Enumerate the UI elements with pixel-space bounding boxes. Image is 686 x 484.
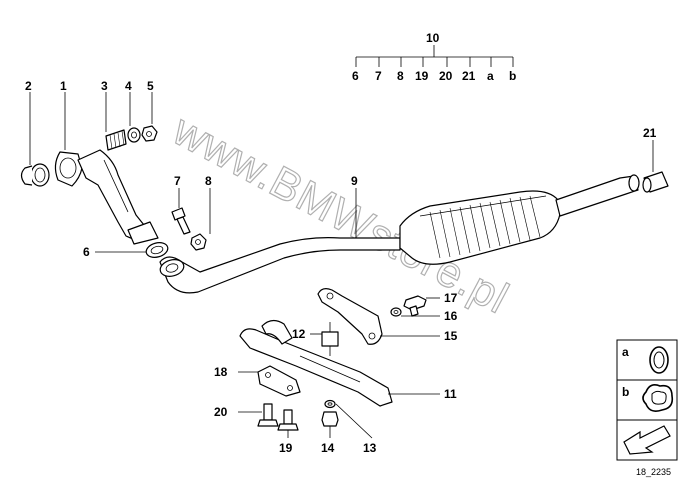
- callout-21: 21: [643, 126, 657, 140]
- part-1-front-pipe: [54, 149, 159, 245]
- part-11-carrier: [239, 319, 393, 407]
- kit-item-6: 6: [352, 69, 359, 83]
- callout-14: 14: [321, 441, 335, 455]
- callout-12: 12: [292, 327, 306, 341]
- kit-tree: [355, 45, 514, 67]
- part-15-bracket: [317, 288, 383, 345]
- callout-5: 5: [147, 79, 154, 93]
- kit-item-a: a: [487, 69, 494, 83]
- callout-17: 17: [444, 291, 458, 305]
- callout-6: 6: [83, 245, 90, 259]
- callout-3: 3: [101, 79, 108, 93]
- kit-item-b: b: [509, 69, 516, 83]
- callout-19: 19: [279, 441, 293, 455]
- legend-a-seal-ring-icon: [649, 346, 669, 374]
- part-6-gasket: [145, 242, 169, 258]
- part-2-ring: [20, 163, 50, 187]
- part-7-bolt: [171, 207, 191, 235]
- callout-13: 13: [363, 441, 377, 455]
- callout-9: 9: [351, 174, 358, 188]
- callout-11: 11: [444, 387, 457, 401]
- part-14-nut: [321, 411, 339, 427]
- callout-1: 1: [60, 79, 67, 93]
- part-8-nut: [190, 233, 207, 251]
- kit-item-20: 20: [439, 69, 453, 83]
- kit-item-8: 8: [397, 69, 404, 83]
- kit-item-7: 7: [375, 69, 382, 83]
- part-21-sleeve: [642, 171, 669, 193]
- part-12-rubber-mount: [321, 322, 339, 356]
- part-13-washer: [324, 399, 336, 409]
- callout-7: 7: [174, 174, 181, 188]
- diagram-ref-code: 18_2235: [636, 467, 671, 477]
- part-17-bolt: [403, 295, 427, 317]
- part-3-stud: [105, 129, 127, 151]
- part-4-washer: [127, 127, 141, 143]
- arrow-icon: [623, 425, 671, 455]
- kit-item-19: 19: [415, 69, 429, 83]
- kit-item-21: 21: [462, 69, 476, 83]
- callout-10: 10: [426, 31, 440, 45]
- legend-label-b: b: [622, 385, 629, 399]
- callout-15: 15: [444, 329, 458, 343]
- part-16-washer: [390, 307, 402, 317]
- callout-8: 8: [205, 174, 212, 188]
- part-19-bolt: [277, 409, 299, 431]
- part-5-nut: [141, 125, 158, 142]
- legend-b-gasket-icon: [642, 384, 674, 412]
- callout-20: 20: [214, 405, 228, 419]
- part-20-bolt: [257, 403, 279, 427]
- callout-2: 2: [25, 79, 32, 93]
- callout-16: 16: [444, 309, 458, 323]
- callout-18: 18: [214, 365, 228, 379]
- part-18-clamp: [257, 365, 301, 397]
- part-9-exhaust-pipe-silencer: [159, 174, 640, 294]
- callout-4: 4: [125, 79, 132, 93]
- legend-label-a: a: [622, 345, 629, 359]
